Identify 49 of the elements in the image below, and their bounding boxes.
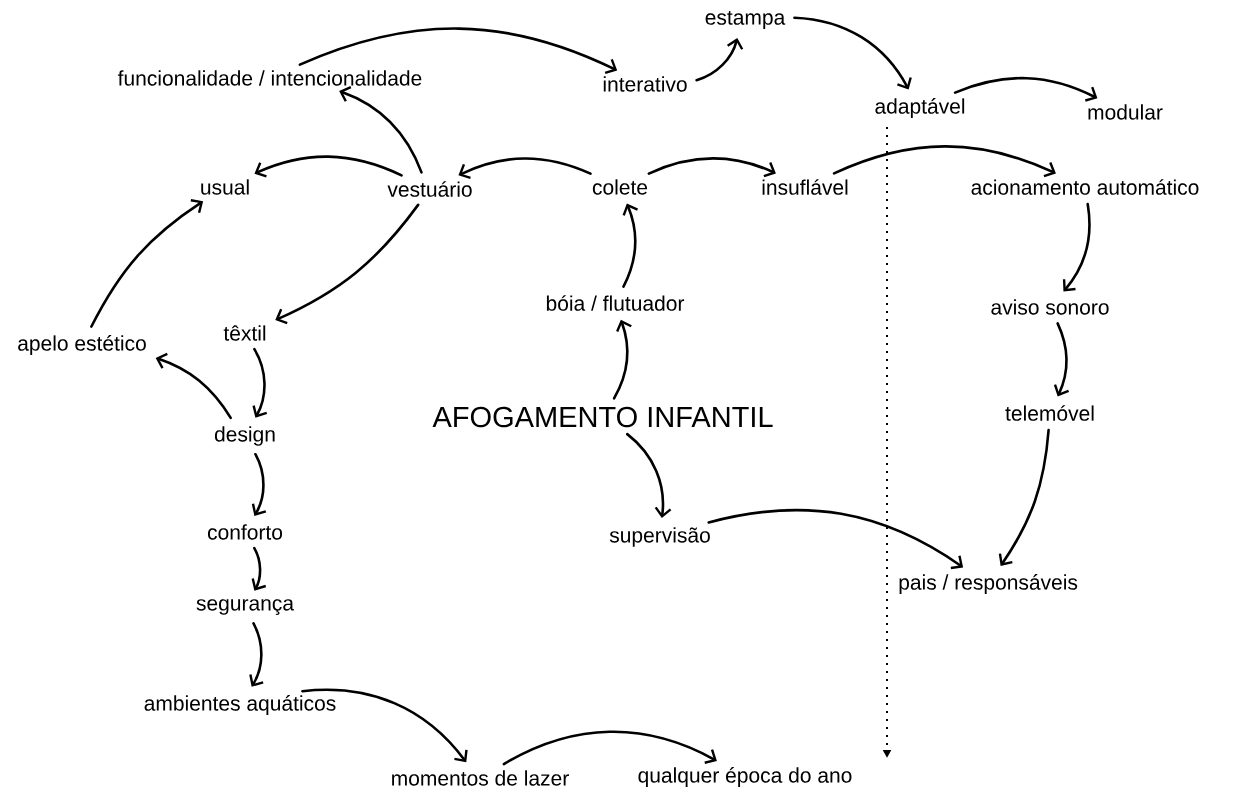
concept-text: conforto [207, 524, 283, 540]
curved-arrow [793, 16, 912, 90]
concept-text: design [214, 426, 275, 446]
concept-text: estampa [705, 11, 786, 29]
curved-arrow [254, 155, 403, 178]
concept-text: interativo [603, 76, 687, 92]
curved-arrow [458, 157, 592, 180]
concept-text: modular [1088, 104, 1163, 120]
curved-arrow [695, 38, 744, 82]
curved-arrow [647, 156, 776, 178]
concept-text: adaptável [875, 98, 965, 118]
concept-text: funcionalidade / intencionalidade [117, 70, 422, 86]
curved-arrow [275, 203, 420, 325]
curved-arrow [832, 145, 1056, 178]
curved-arrow [707, 508, 964, 570]
curved-arrow [339, 86, 423, 174]
concept-text: vestuário [387, 181, 472, 197]
curved-arrow [251, 546, 267, 591]
concept-text: acionamento automático [971, 179, 1199, 195]
curved-arrow [622, 203, 639, 288]
curved-arrow [301, 688, 468, 763]
curved-arrow [155, 352, 232, 420]
curved-arrow [625, 432, 672, 519]
concept-text: ambientes aquáticos [144, 695, 336, 715]
concept-text: colete [592, 179, 648, 195]
curved-arrow [953, 76, 1098, 102]
curved-arrow [612, 319, 632, 400]
curved-arrow [298, 27, 618, 75]
concept-text: supervisão [609, 527, 710, 547]
central-topic: AFOGAMENTO INFANTIL [432, 406, 773, 428]
curved-arrow [1062, 202, 1091, 292]
curved-arrow [998, 428, 1050, 566]
concept-text: usual [201, 179, 249, 195]
concept-text: têxtil [223, 325, 266, 341]
curved-arrow [90, 199, 204, 328]
curved-arrow [502, 730, 717, 766]
concept-text: qualquer época do ano [638, 767, 852, 787]
curved-arrow [1053, 322, 1070, 397]
concept-text: pais / responsáveis [899, 574, 1078, 594]
concept-text: apelo estético [18, 335, 146, 355]
curved-arrow [252, 347, 268, 418]
concept-text: telemóvel [1005, 405, 1094, 421]
concept-text: momentos de lazer [392, 770, 569, 786]
concept-text: segurança [196, 599, 295, 615]
concept-text: insuflável [762, 179, 848, 195]
concept-text: bóia / flutuador [546, 295, 685, 311]
curved-arrow [251, 452, 267, 516]
concept-text: aviso sonoro [991, 299, 1109, 315]
curved-arrow [249, 622, 264, 687]
